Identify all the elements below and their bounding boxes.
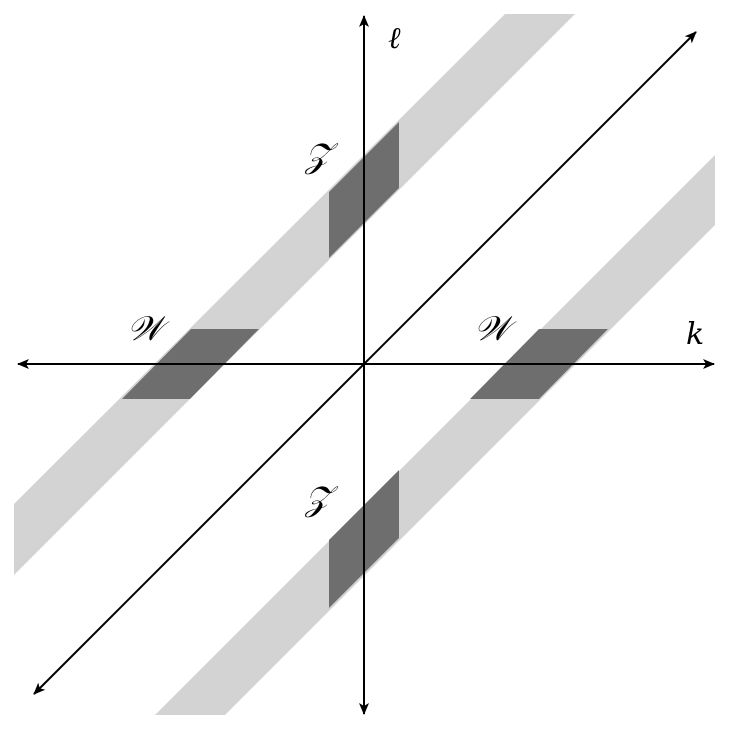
z-upper-label: 𝒵: [304, 136, 339, 176]
w-right-label: 𝒲: [474, 309, 517, 349]
diagonal-line: [33, 31, 697, 695]
upper-left-band: [14, 14, 575, 575]
z-lower-label: 𝒵: [304, 479, 339, 519]
k-axis-label: k: [686, 317, 704, 352]
w-left-label: 𝒲: [127, 309, 170, 349]
l-axis-label: ℓ: [388, 21, 401, 56]
lower-right-band: [155, 155, 715, 715]
